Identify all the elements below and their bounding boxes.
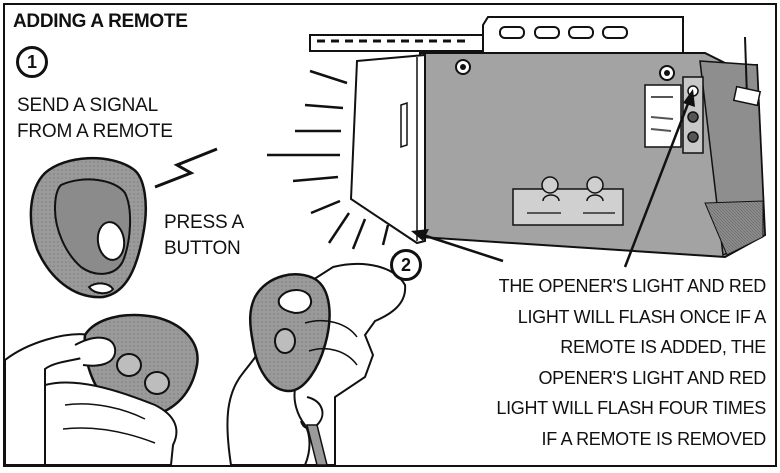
- antenna: [744, 36, 748, 98]
- title: ADDING A REMOTE: [13, 11, 188, 32]
- held-remote-button-1: [116, 353, 142, 377]
- led-indicator: [687, 111, 699, 123]
- note-line-6: IF A REMOTE IS REMOVED: [541, 428, 767, 449]
- key: [306, 424, 328, 465]
- bracket-slot-3: [568, 26, 594, 39]
- bracket-slot-1: [499, 26, 525, 39]
- panel-text-line-3: [650, 128, 672, 132]
- light-flash-rays: [267, 69, 390, 250]
- hand-pressing-remote-illustration: [226, 262, 407, 465]
- remote-button: [96, 221, 126, 261]
- light-lens: [349, 53, 426, 245]
- thumb: [74, 336, 117, 367]
- hands-holding-remote-illustration: [5, 313, 199, 465]
- pointer-arrows: [411, 89, 695, 268]
- note-line-4: OPENER'S LIGHT AND RED: [538, 367, 766, 388]
- limit-adjust-panel: [512, 188, 624, 226]
- step-2-badge: 2: [390, 249, 422, 281]
- garage-door-opener-illustration: [309, 16, 767, 259]
- note-line-1: THE OPENER'S LIGHT AND RED: [498, 276, 767, 296]
- instruction-panel: ADDING A REMOTE 1 SEND A SIGNAL FROM A R…: [3, 3, 777, 467]
- result-note: THE OPENER'S LIGHT AND RED LIGHT WILL FL…: [436, 271, 766, 454]
- vent-grille: [704, 200, 764, 256]
- panel-text-line-2: [650, 116, 674, 120]
- keyring-loop: [293, 388, 311, 465]
- control-label-panel: [644, 84, 682, 148]
- lens-tab: [400, 101, 408, 149]
- arrow-to-opener: [422, 233, 504, 263]
- bracket-slot-4: [602, 26, 628, 39]
- close-limit-screw: [541, 176, 559, 194]
- bolt-right-center: [664, 70, 670, 76]
- step-2-instruction: PRESS A BUTTON: [164, 210, 244, 262]
- rail: [309, 34, 487, 52]
- step-1-instruction: SEND A SIGNAL FROM A REMOTE: [17, 93, 173, 145]
- remote-control-illustration: [29, 157, 147, 299]
- step-1-line-2: FROM A REMOTE: [17, 121, 173, 142]
- step-1-line-1: SEND A SIGNAL: [17, 95, 159, 116]
- signal-zigzag-icon: [154, 147, 218, 189]
- leader-to-led: [623, 100, 691, 268]
- note-line-5: LIGHT WILL FLASH FOUR TIMES: [496, 398, 766, 418]
- held-remote-button-2: [144, 371, 170, 395]
- step-2-line-1: PRESS A: [164, 212, 244, 233]
- bracket-slot-2: [534, 26, 560, 39]
- note-line-2: LIGHT WILL FLASH ONCE IF A: [517, 306, 767, 327]
- pressing-thumb: [277, 289, 313, 315]
- open-limit-screw: [586, 176, 604, 194]
- pressing-finger-lines: [304, 319, 358, 366]
- illustration: [5, 16, 767, 465]
- limit-arrows: [542, 194, 604, 202]
- right-hand: [44, 381, 178, 465]
- finger-lines: [62, 403, 156, 444]
- pressed-remote-button: [274, 328, 296, 354]
- step-1-badge: 1: [16, 46, 48, 78]
- leader-head-led: [683, 89, 695, 107]
- step-2-line-2: BUTTON: [164, 238, 241, 259]
- secondary-button: [687, 131, 699, 143]
- note-line-3: REMOTE IS ADDED, THE: [560, 337, 766, 357]
- bolt-left-center: [460, 64, 466, 70]
- arrow-head-opener: [411, 229, 429, 241]
- antenna-label: [732, 85, 762, 107]
- remote-ring-hole: [87, 282, 115, 295]
